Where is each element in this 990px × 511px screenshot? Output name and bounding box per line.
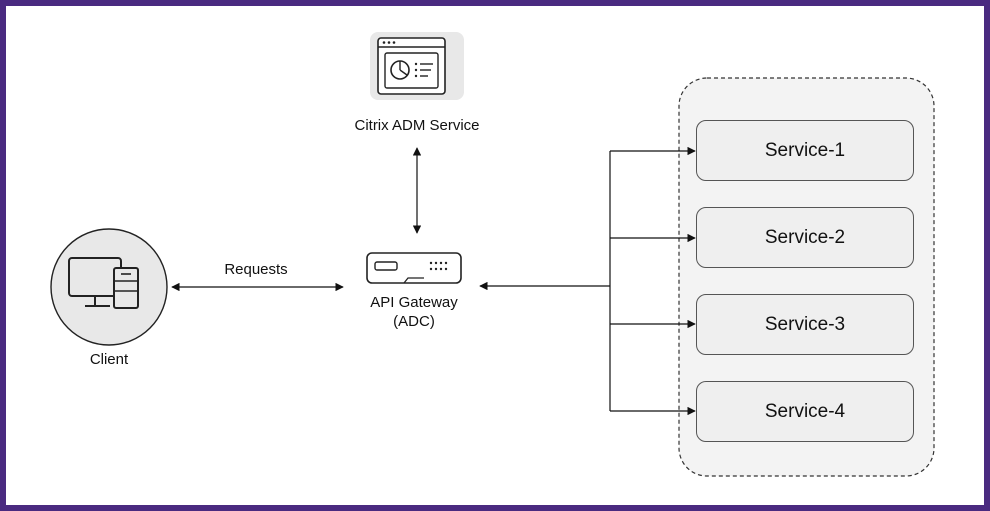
service-3-label: Service-3 bbox=[764, 313, 846, 335]
service-3-box: Service-3 bbox=[696, 294, 914, 355]
gateway-label-line1: API Gateway bbox=[370, 294, 458, 311]
service-2-box: Service-2 bbox=[696, 207, 914, 268]
service-4-box: Service-4 bbox=[696, 381, 914, 442]
service-1-box: Service-1 bbox=[696, 120, 914, 181]
service-1-label: Service-1 bbox=[764, 139, 846, 161]
computer-tower-icon bbox=[50, 228, 168, 346]
service-4-label: Service-4 bbox=[764, 400, 846, 422]
client-label: Client bbox=[89, 351, 129, 368]
dashboard-window-icon bbox=[370, 32, 464, 100]
adm-service-label: Citrix ADM Service bbox=[354, 117, 480, 134]
requests-edge-label: Requests bbox=[224, 261, 288, 278]
service-2-label: Service-2 bbox=[764, 226, 846, 248]
appliance-icon bbox=[366, 252, 462, 284]
gateway-label-line2: (ADC) bbox=[393, 313, 435, 330]
